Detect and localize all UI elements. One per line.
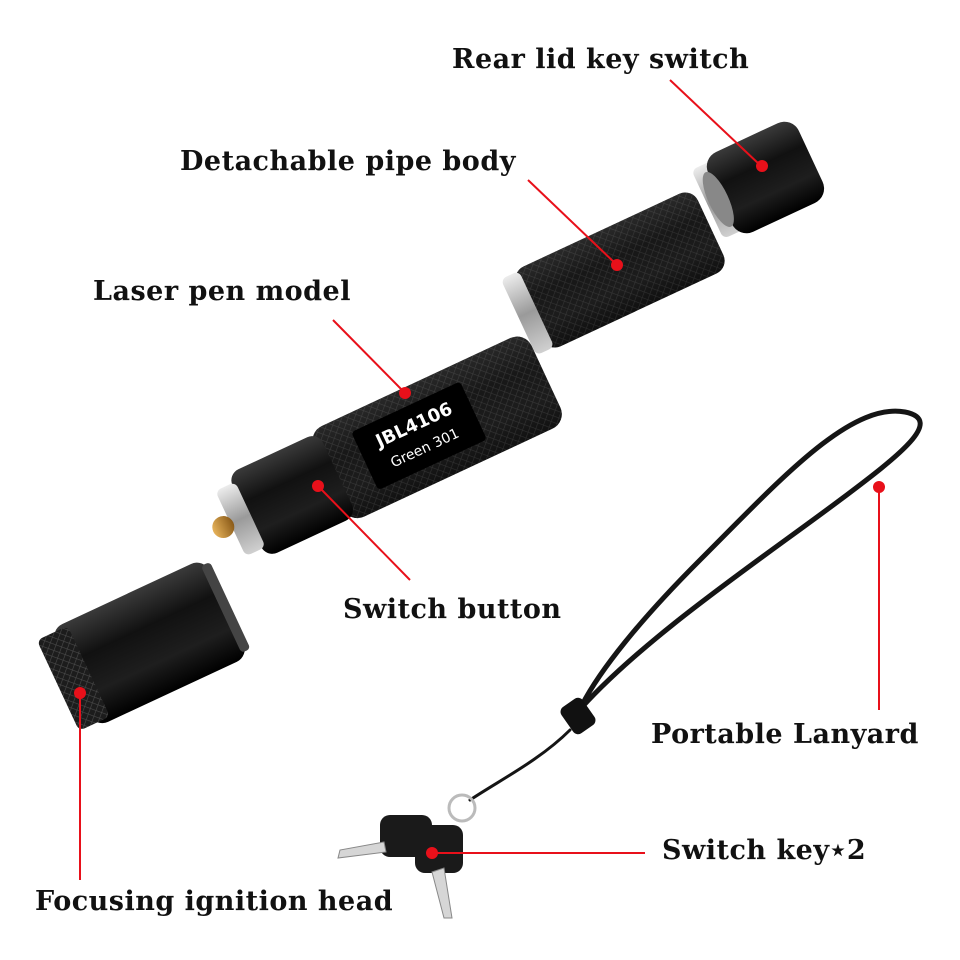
callout-dot-pipe-body [611,259,623,271]
key-ring [447,793,477,823]
label-portable-lanyard: Portable Lanyard [651,719,919,750]
engraving-plate [352,382,486,489]
pipe-body-thread [502,272,553,354]
callout-dot-switch-button [312,480,324,492]
lanyard [468,408,923,802]
front-thread [217,483,264,555]
callout-dot-lanyard [873,481,885,493]
lanyard-clasp [560,697,596,735]
brass-contact [212,516,235,539]
main-body-front [231,436,353,554]
focus-head [38,562,250,729]
callout-dot-switch-key [426,847,438,859]
rear-lid-body [706,121,825,234]
label-rear-lid-key-switch: Rear lid key switch [452,44,750,75]
key-2-head [415,825,463,873]
callout-dot-focus-head [74,687,86,699]
callout-line-pipe-body [527,179,618,266]
callout-lines [79,79,880,880]
label-focusing-ignition-head: Focusing ignition head [35,886,394,917]
focus-head-grip [38,627,108,729]
laser-pen-body: JBL4106 Green 301 [212,336,562,555]
callout-dots [74,160,885,859]
key-2-blade [431,867,453,919]
callout-line-pen-model [332,319,405,393]
callout-dot-pen-model [399,387,411,399]
rear-lid-inner [702,171,734,227]
key-2 [415,825,463,919]
label-laser-pen-model: Laser pen model [93,276,351,307]
switch-keys [337,793,477,919]
label-switch-key: Switch key⋆2 [662,835,867,866]
key-1-blade [337,841,387,859]
label-detachable-pipe-body: Detachable pipe body [180,146,516,177]
focus-head-body [54,562,245,724]
callout-line-switch-button [317,485,411,581]
label-switch-button: Switch button [343,594,562,625]
callout-line-rear-lid [669,79,761,166]
rear-lid-cap [693,121,825,237]
lanyard-cord [468,728,572,802]
callout-dot-rear-lid [756,160,768,172]
lanyard-loop [572,408,923,718]
pipe-body [502,192,725,354]
